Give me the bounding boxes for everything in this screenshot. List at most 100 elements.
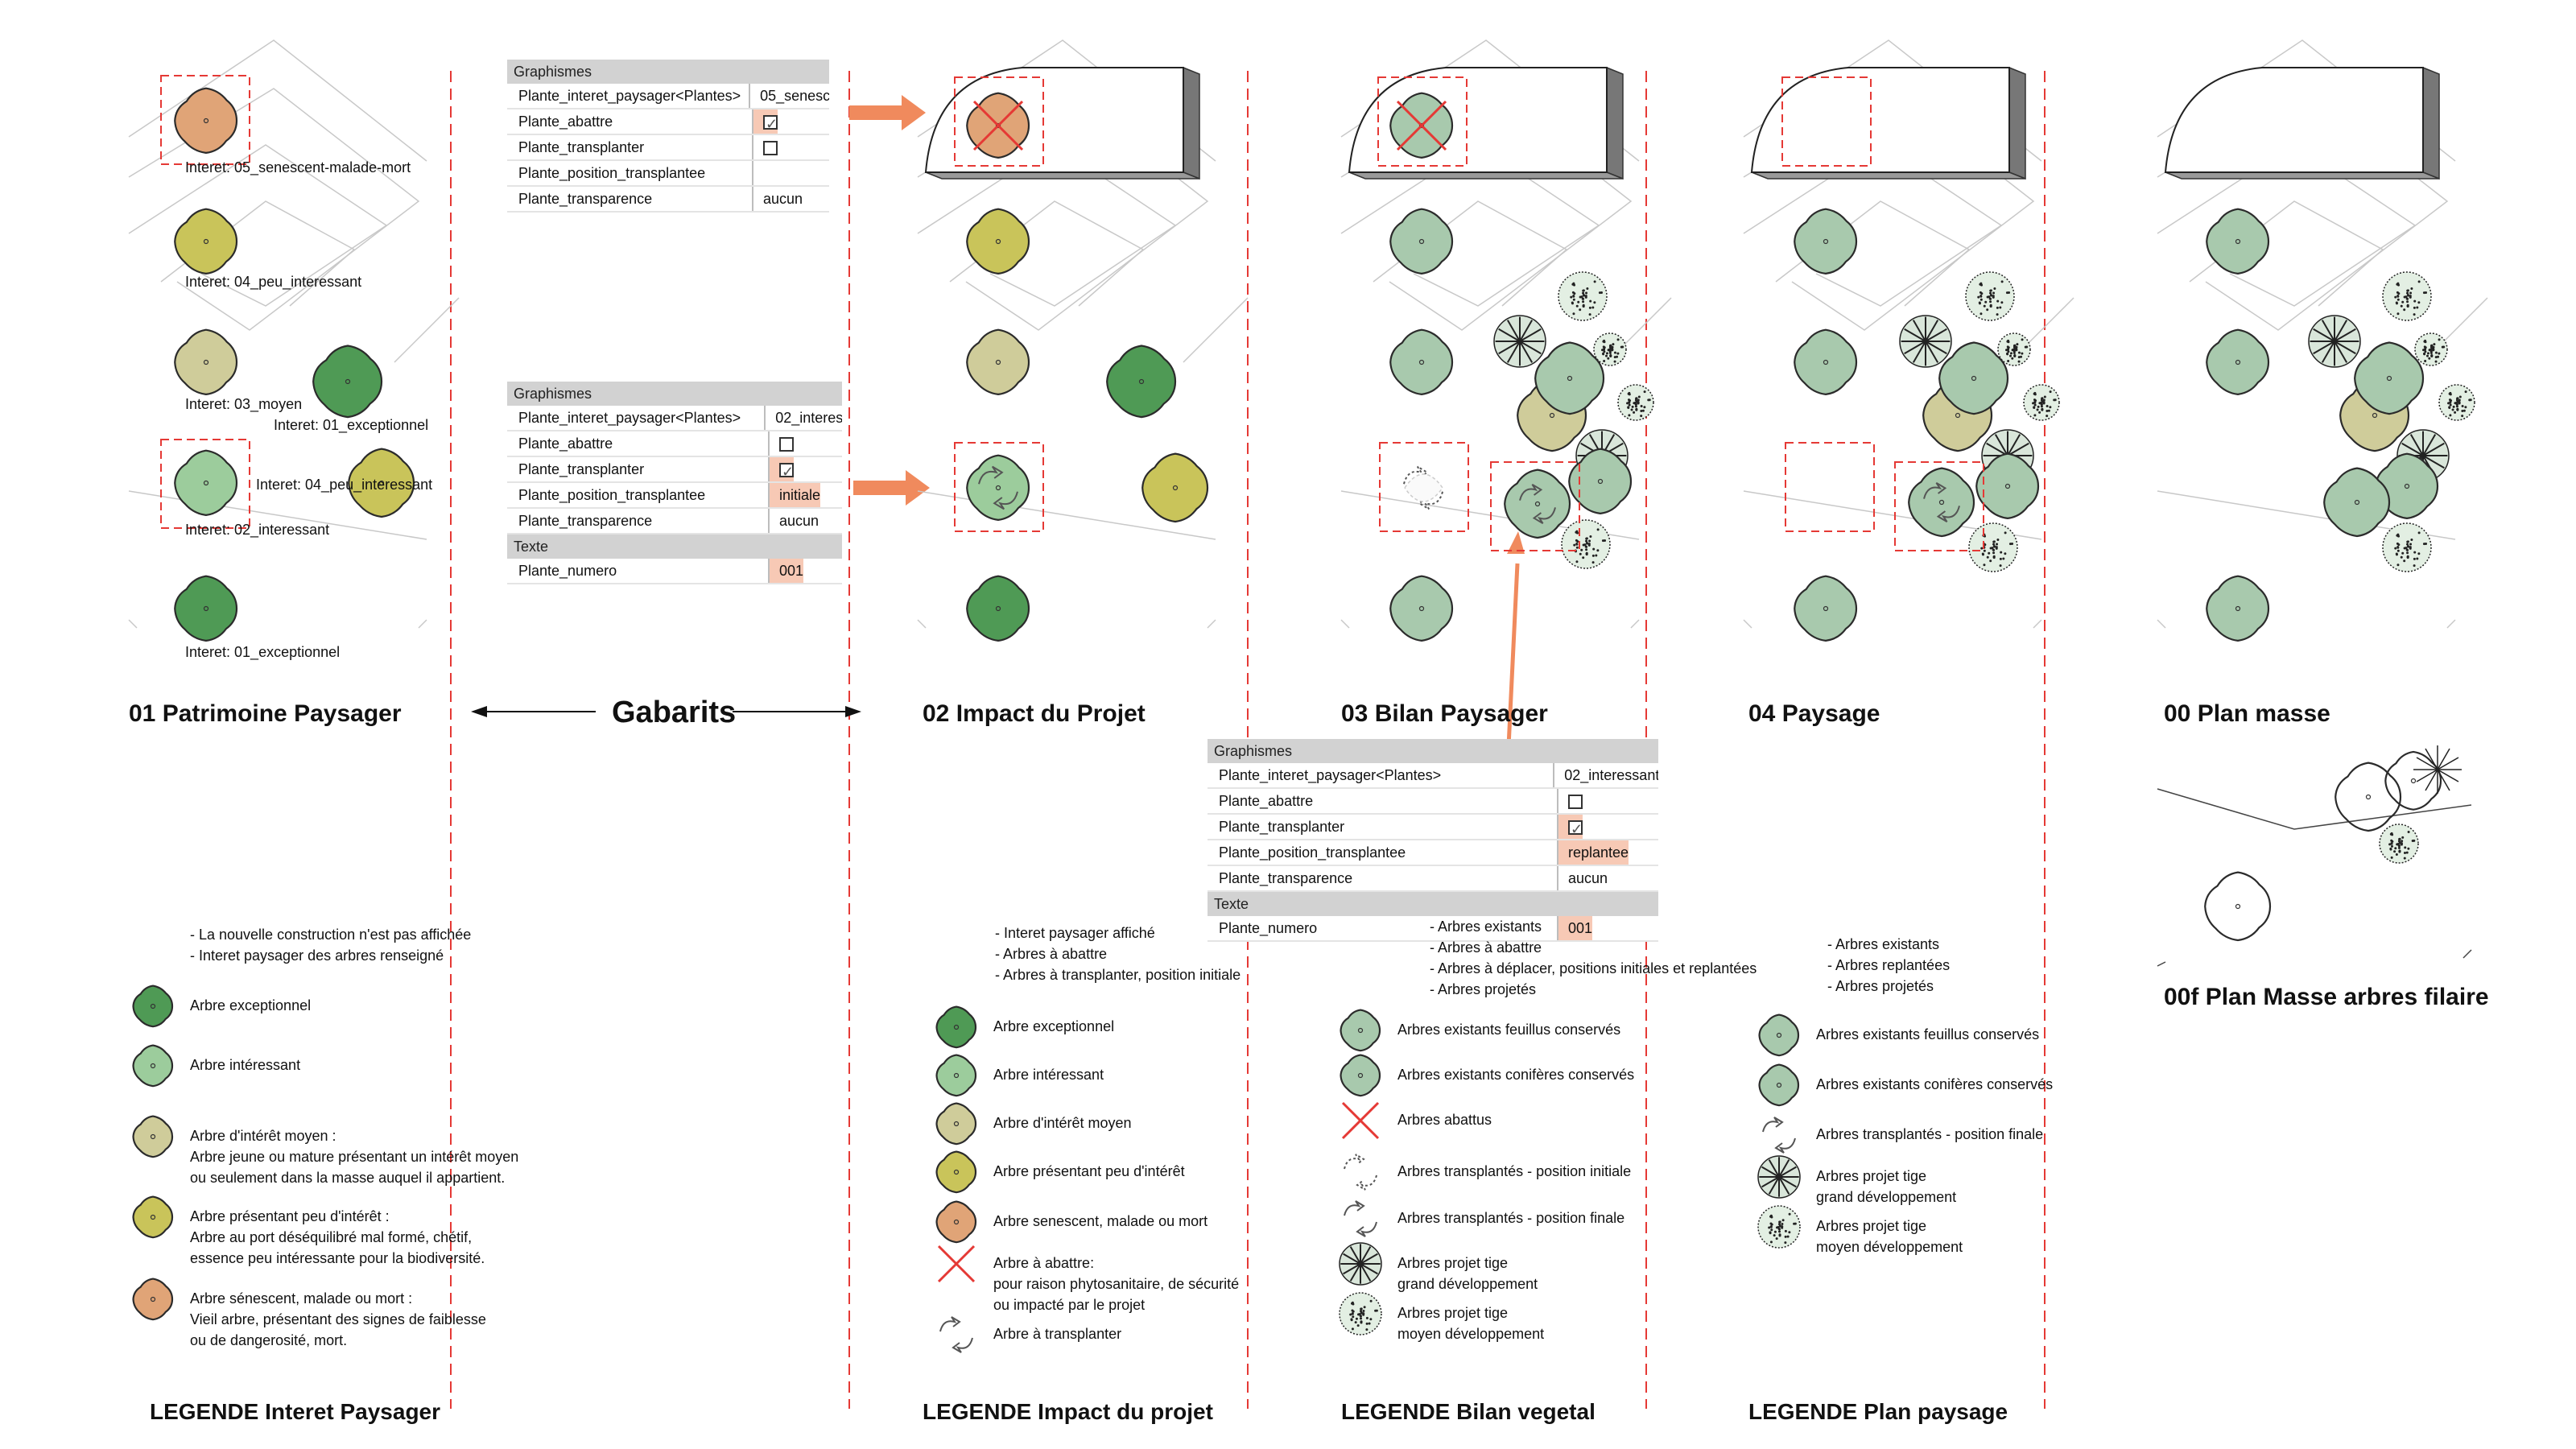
highlight-frame bbox=[954, 442, 1044, 532]
projected-tree bbox=[1997, 332, 2031, 366]
tree-center bbox=[1776, 1032, 1782, 1038]
checkbox[interactable] bbox=[1568, 817, 1583, 839]
checkbox[interactable] bbox=[1568, 795, 1583, 810]
panel-title-impact: 02 Impact du Projet bbox=[923, 700, 1146, 727]
table-group-header-texte: Texte bbox=[1208, 892, 1658, 916]
stipple-dot bbox=[2004, 531, 2007, 535]
checkbox[interactable] bbox=[779, 460, 794, 481]
stipple-dot bbox=[2400, 555, 2403, 559]
transplant-arrow bbox=[1344, 1154, 1365, 1170]
stipple-dot bbox=[2395, 553, 2398, 556]
stipple-dot bbox=[1988, 551, 1991, 555]
stipple-dot bbox=[1633, 411, 1636, 414]
stipple-dot bbox=[1786, 1235, 1790, 1238]
tree-crown bbox=[1106, 345, 1177, 419]
property-value[interactable] bbox=[753, 161, 763, 185]
transplant-arrow bbox=[1356, 1174, 1377, 1191]
legend-item-line: Arbre présentant peu d'intérêt : bbox=[190, 1208, 390, 1224]
tree-center bbox=[2235, 238, 2241, 245]
stipple-dot bbox=[2409, 546, 2412, 549]
legend-item-text: Arbre à abattre:pour raison phytosanitai… bbox=[993, 1253, 1239, 1315]
transplant-arrow bbox=[1403, 465, 1429, 485]
stipple-dot bbox=[2452, 405, 2455, 408]
new-building bbox=[2164, 66, 2440, 180]
highlight-frame bbox=[1781, 76, 1872, 167]
cross-mark bbox=[972, 100, 1024, 151]
legend-note: - Arbres à abattre bbox=[1430, 939, 1542, 956]
legend-item-line: Arbre intéressant bbox=[993, 1067, 1104, 1083]
tree-center bbox=[203, 605, 209, 612]
stipple-dot bbox=[1588, 539, 1591, 543]
tree-crown bbox=[174, 87, 238, 155]
property-value[interactable]: 001 bbox=[1558, 916, 1593, 940]
property-row: Plante_abattre bbox=[507, 109, 829, 135]
stipple-dot bbox=[1992, 555, 1996, 559]
checkbox[interactable] bbox=[763, 112, 778, 134]
stipple-dot bbox=[2397, 846, 2401, 849]
stipple-dot bbox=[2456, 408, 2459, 411]
tree-conserved bbox=[1389, 208, 1454, 275]
stipple-dot bbox=[1585, 545, 1588, 548]
conifer-branch bbox=[2007, 442, 2029, 456]
building-side bbox=[2008, 66, 2026, 180]
legend-conserve-icon bbox=[1340, 1009, 1381, 1052]
property-value[interactable]: aucun bbox=[763, 191, 803, 207]
stipple-dot bbox=[1616, 355, 1619, 358]
stipple-dot bbox=[2410, 287, 2413, 290]
property-value[interactable]: 05_senesc bbox=[760, 88, 829, 104]
stipple-dot bbox=[2017, 360, 2021, 363]
conifer-branch bbox=[2334, 341, 2356, 355]
legend-item-text: Arbres existants feuillus conservés bbox=[1397, 1019, 1620, 1040]
property-value[interactable]: 02_interessant bbox=[1564, 767, 1658, 783]
stipple-dot bbox=[1586, 542, 1589, 545]
tree-center bbox=[1172, 485, 1179, 491]
stipple-dot bbox=[1977, 295, 1980, 299]
legend-note: - Arbres à transplanter, position initia… bbox=[995, 967, 1241, 983]
stipple-dot bbox=[1779, 1224, 1782, 1228]
tree-conserved bbox=[1794, 328, 1858, 396]
stipple-dot bbox=[2426, 354, 2429, 357]
checkbox[interactable] bbox=[779, 437, 794, 452]
checkbox[interactable] bbox=[763, 141, 778, 156]
conifer-branch bbox=[2334, 328, 2356, 342]
stipple-dot bbox=[2390, 844, 2393, 848]
property-value[interactable]: aucun bbox=[1568, 870, 1608, 886]
conifer-branch bbox=[1498, 328, 1521, 342]
tree-crown bbox=[1758, 1013, 1800, 1057]
stipple-dot bbox=[2000, 551, 2003, 554]
property-value[interactable]: 02_interes bbox=[775, 410, 842, 426]
property-key: Plante_transplanter bbox=[507, 135, 753, 159]
tree-crown bbox=[1938, 341, 2009, 415]
stipple-dot bbox=[1354, 1321, 1357, 1324]
stipple-dot bbox=[2403, 308, 2406, 312]
legend-note: - Arbres à déplacer, positions initiales… bbox=[1430, 960, 1757, 976]
legend-item-text: Arbre présentant peu d'intérêt :Arbre au… bbox=[190, 1206, 485, 1269]
stipple-dot bbox=[1359, 1315, 1362, 1318]
stipple-dot bbox=[1602, 340, 1605, 343]
tree-center bbox=[1776, 1082, 1782, 1088]
stipple-dot bbox=[1583, 543, 1587, 547]
stipple-dot bbox=[1983, 549, 1986, 552]
contour-line bbox=[2157, 619, 2456, 629]
stipple-dot bbox=[1588, 306, 1591, 309]
property-value[interactable]: initiale bbox=[770, 483, 821, 507]
legend-moyen-icon bbox=[935, 1102, 977, 1146]
property-value[interactable]: aucun bbox=[779, 513, 819, 529]
legend-item-line: Arbre sénescent, malade ou mort : bbox=[190, 1290, 413, 1307]
stipple-dot bbox=[1572, 312, 1575, 316]
tree-crown bbox=[2206, 575, 2270, 642]
stipple-dot bbox=[1629, 399, 1632, 402]
stipple-dot bbox=[2401, 551, 2405, 555]
property-value bbox=[770, 431, 794, 456]
building-side bbox=[2422, 66, 2440, 180]
stipple-dot bbox=[1989, 300, 1992, 303]
property-value[interactable]: 001 bbox=[770, 559, 804, 583]
stipple-dot bbox=[1572, 295, 1575, 298]
property-key: Plante_transparence bbox=[1208, 866, 1558, 890]
property-value[interactable]: replantee bbox=[1558, 840, 1629, 865]
stipple-dot bbox=[1570, 295, 1573, 299]
conifer-branch bbox=[2321, 341, 2335, 363]
tree-crown bbox=[2204, 871, 2272, 942]
tree-center bbox=[953, 1024, 960, 1030]
stipple-dot bbox=[1979, 298, 1983, 301]
